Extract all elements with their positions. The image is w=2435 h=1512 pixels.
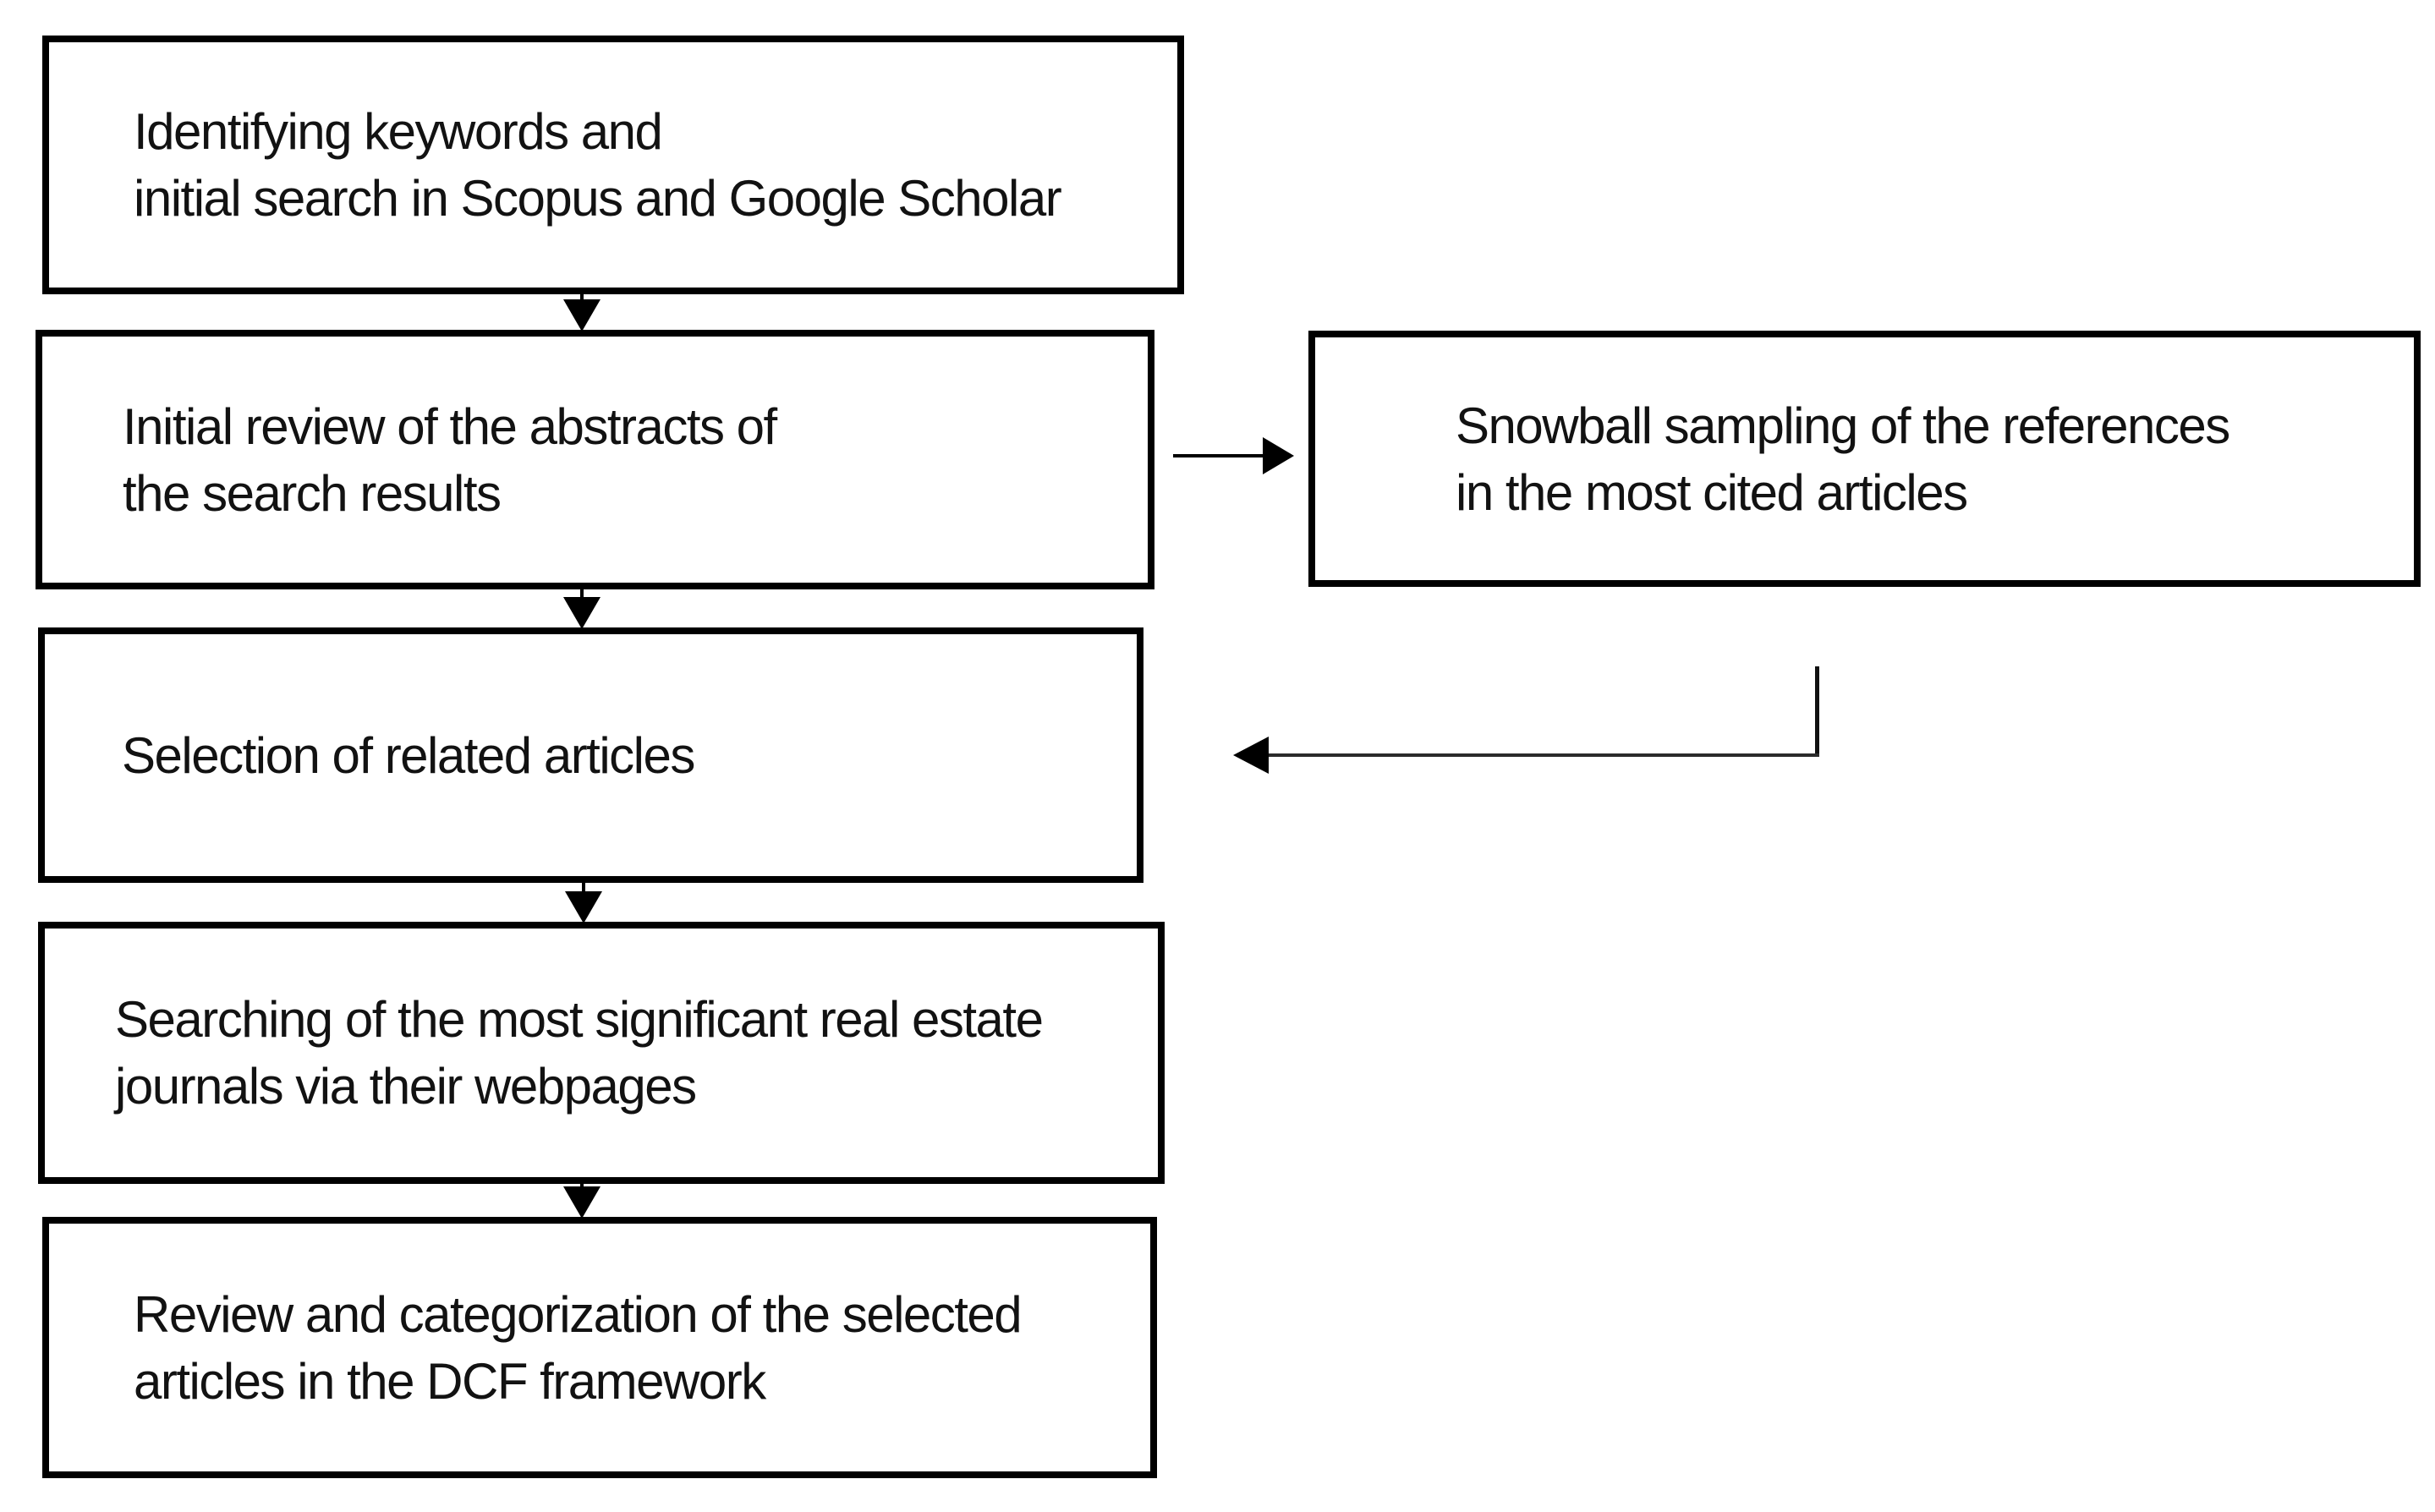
flow-box-text-line: Snowball sampling of the references	[1456, 397, 2230, 454]
elbow-connector-vertical-segment	[1815, 666, 1819, 757]
flow-box-text-line: articles in the DCF framework	[134, 1352, 766, 1410]
arrow-head-down-icon	[563, 299, 601, 331]
flow-box-snowball-sampling: Snowball sampling of the references in t…	[1308, 331, 2421, 587]
flow-box-text-line: initial search in Scopus and Google Scho…	[134, 170, 1062, 227]
flow-box-text-line: journals via their webpages	[115, 1058, 697, 1115]
arrow-shaft	[580, 588, 584, 604]
arrow-head-left-icon	[1233, 737, 1269, 774]
arrow-head-down-icon	[563, 1186, 601, 1219]
flow-box-text-line: Searching of the most significant real e…	[115, 991, 1044, 1048]
elbow-connector-horizontal-segment	[1265, 753, 1819, 757]
flow-box-text-line: Initial review of the abstracts of	[123, 397, 777, 455]
flow-box-review-categorization: Review and categorization of the selecte…	[42, 1217, 1157, 1478]
flow-box-initial-review: Initial review of the abstracts of the s…	[36, 330, 1154, 589]
flow-box-text-line: the search results	[123, 464, 502, 522]
arrow-down-identify-to-initial-review	[563, 293, 601, 331]
arrow-shaft	[1173, 454, 1266, 457]
arrow-head-down-icon	[563, 597, 601, 629]
flow-box-text-line: Identifying keywords and	[134, 103, 663, 160]
arrow-down-selection-to-searching	[565, 881, 602, 923]
flow-box-text-line: Selection of related articles	[122, 726, 695, 784]
flow-box-text-line: in the most cited articles	[1456, 463, 1968, 521]
flow-box-selection-of-articles: Selection of related articles	[38, 627, 1143, 883]
flow-box-identify-keywords: Identifying keywords and initial search …	[42, 36, 1184, 294]
arrow-right-initial-review-to-snowball	[1173, 437, 1294, 474]
arrow-down-initial-review-to-selection	[563, 588, 601, 629]
flow-box-text-line: Review and categorization of the selecte…	[134, 1285, 1023, 1343]
arrow-down-searching-to-review	[563, 1182, 601, 1219]
arrow-head-right-icon	[1263, 437, 1294, 474]
flow-box-searching-journals: Searching of the most significant real e…	[38, 922, 1165, 1184]
arrow-shaft	[582, 881, 585, 898]
arrow-head-down-icon	[565, 891, 602, 923]
